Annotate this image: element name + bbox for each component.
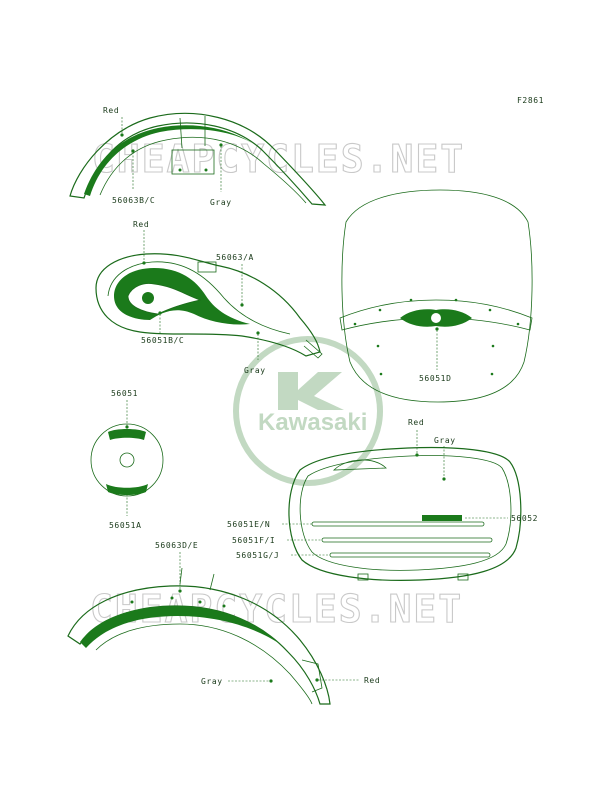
leader-dot [142,261,146,265]
front-fender [69,112,327,206]
front-fender-bracket [171,149,215,175]
front-fender-bolt [204,168,208,172]
windshield-outline [341,189,533,403]
tank-emblem-badge [142,292,154,304]
leader-dot [240,303,244,307]
rear-fender [67,567,331,705]
leader-dot [158,311,162,315]
windshield-hole [490,372,494,376]
front-fender-stripe [84,125,262,196]
windshield-hole [488,308,492,312]
windshield-hole [378,308,382,312]
label-bag-56052: 56052 [511,514,538,523]
rear-fender-bolt [130,600,134,604]
leader-dot [178,589,182,593]
label-tank-gray: Gray [244,366,266,375]
logo-k-mark [278,372,344,410]
windshield-hole [353,322,357,326]
label-tank-bc: 56051B/C [141,336,184,345]
leader-dot [256,331,260,335]
leader-dot [219,143,223,147]
windshield [339,189,533,403]
front-fender-bolt [178,168,182,172]
leader-dot [442,477,446,481]
label-tank-a: 56063/A [216,253,254,262]
saddlebag-handle [332,459,387,471]
label-bag-red: Red [408,418,424,427]
rear-fender-stripe [80,606,280,648]
label-rear-red: Red [364,676,380,685]
fuel-tank [95,253,323,359]
front-fender-outline [69,112,327,206]
kawasaki-logo: Kawasaki [233,336,383,486]
saddlebag-inner [299,455,512,571]
badge-top-plate [108,429,146,440]
windshield-hole [379,372,383,376]
label-bag-fi: 56051F/I [232,536,275,545]
label-bag-en: 56051E/N [227,520,270,529]
label-front-red: Red [103,106,119,115]
rear-fender-mount [179,567,215,591]
tank-stripe-line [107,261,291,335]
leader-dot [269,679,273,683]
rear-fender-tail [301,659,323,693]
saddlebag [288,446,522,581]
saddlebag-foot [357,573,369,581]
logo-ring [233,336,383,486]
windshield-hole [376,344,380,348]
label-bag-gj: 56051G/J [236,551,279,560]
leader-dot [120,133,124,137]
label-badge-a: 56051A [109,521,142,530]
figure-id: F2861 [517,96,544,105]
leader-dot [415,453,419,457]
label-rear-part: 56063D/E [155,541,198,550]
front-fender-inner [99,136,307,204]
saddlebag-decal [422,515,462,521]
badge-bottom-plate [106,484,148,495]
saddlebag-stripe-3 [329,552,491,558]
leader-dot [131,149,135,153]
leader-dot [435,327,439,331]
windshield-hole [409,298,413,302]
saddlebag-stripe-1 [311,521,485,527]
label-windshield: 56051D [419,374,452,383]
label-bag-gray: Gray [434,436,456,445]
rear-fender-bolt [222,604,226,608]
windshield-hole [516,322,520,326]
saddlebag-stripe-2 [321,537,493,543]
rear-fender-inner [95,623,313,705]
rear-fender-bolt [170,596,174,600]
label-front-part: 56063B/C [112,196,155,205]
logo-text: Kawasaki [258,409,367,436]
badge [90,423,164,497]
label-tank-red: Red [133,220,149,229]
badge-center [119,452,135,468]
front-fender-mount [179,116,206,149]
label-badge: 56051 [111,389,138,398]
label-rear-gray: Gray [201,677,223,686]
tank-outline [95,253,321,357]
windshield-hole [454,298,458,302]
saddlebag-foot [457,573,469,581]
windshield-hole [491,344,495,348]
tank-emblem [127,283,202,315]
leader-dot [315,678,319,682]
windshield-bar [339,299,533,331]
label-front-gray: Gray [210,198,232,207]
leader-dot [125,425,129,429]
rear-fender-bolt [198,600,202,604]
windshield-decal-center [431,313,441,323]
tank-cap [197,261,217,273]
saddlebag-outline [288,446,522,581]
tank-rear-tab [303,339,323,359]
watermark-top: CHEAPCYCLES.NET [92,137,465,181]
